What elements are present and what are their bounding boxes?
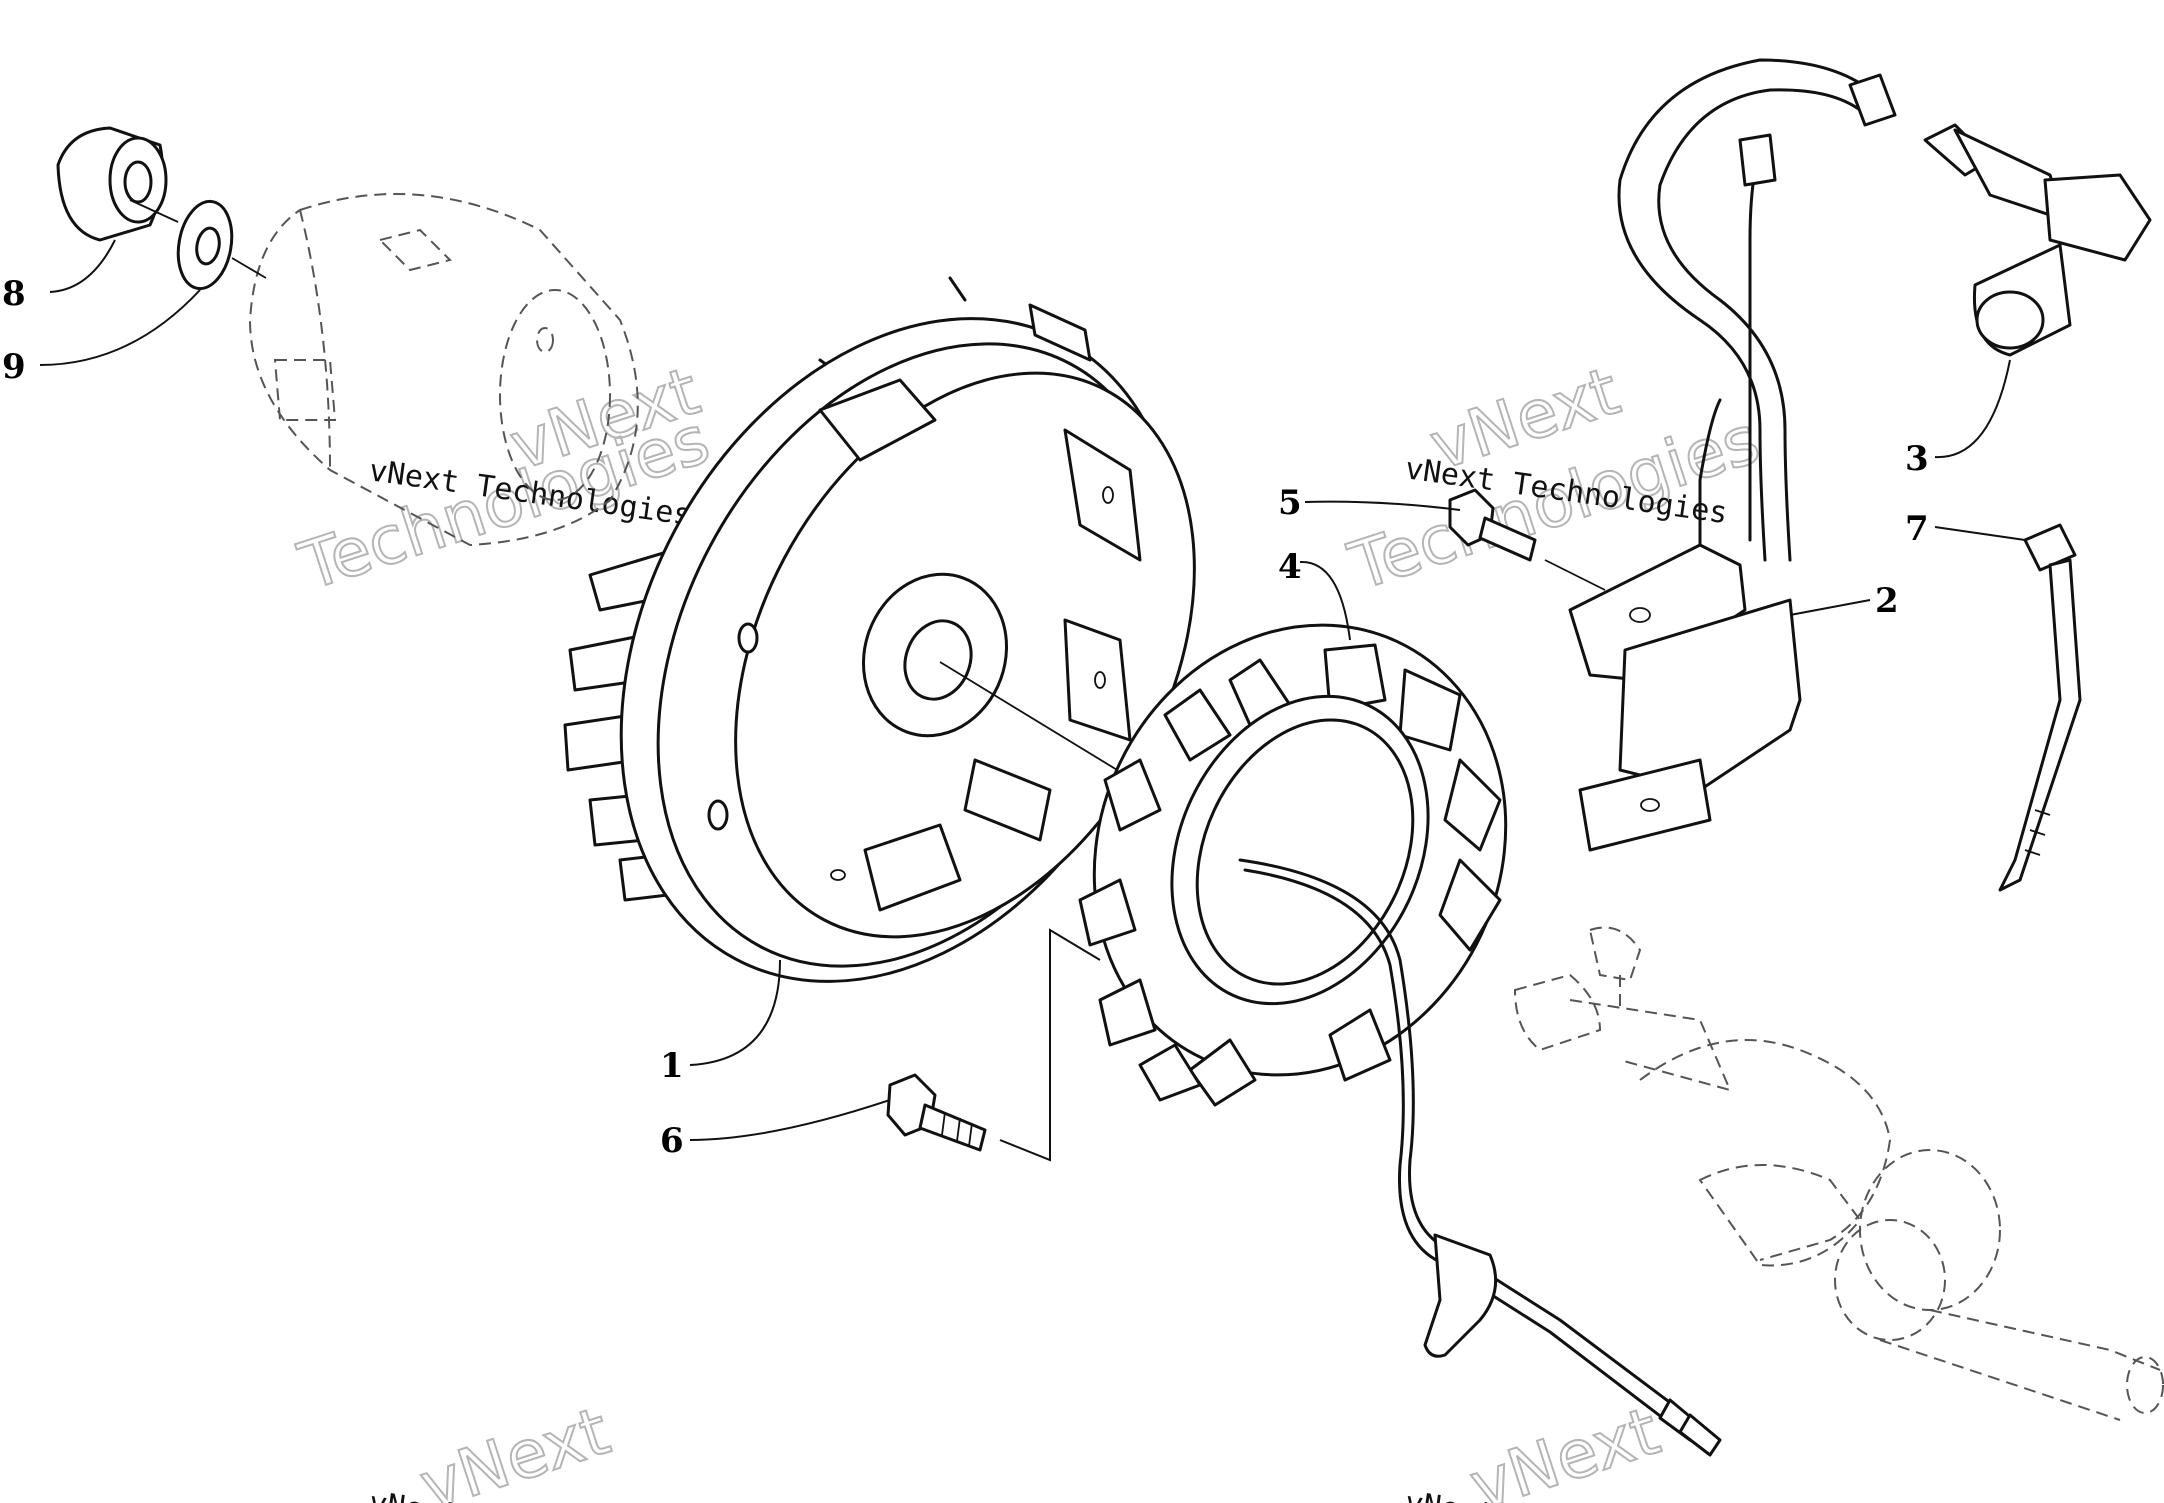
part-6-bolt (886, 928, 1101, 1162)
callout-1: 1 (660, 1046, 684, 1086)
part-7-cable-tie (1998, 523, 2082, 892)
engine-housing-phantom (248, 193, 639, 547)
callout-6: 6 (660, 1121, 684, 1161)
part-4-stator (1078, 623, 1722, 1457)
part-3-spark-plug-cap (1923, 123, 2152, 357)
part-5-bolt (1448, 488, 1606, 591)
leader-lines (39, 239, 2026, 1141)
part-8-nut (56, 126, 179, 242)
watermark-bottom-left: vNext vNext Technologies (367, 1391, 694, 1503)
callout-5: 5 (1278, 483, 1302, 523)
callout-8: 8 (2, 274, 26, 314)
part-9-washer (176, 199, 267, 291)
callout-2: 2 (1875, 581, 1899, 621)
callouts: 1 2 3 4 5 6 7 8 9 (2, 274, 1929, 1161)
part-2-ignition-coil (1568, 58, 1897, 852)
crankshaft-phantom (1513, 926, 2164, 1421)
callout-7: 7 (1905, 509, 1929, 549)
svg-text:vNext: vNext (411, 1392, 618, 1503)
callout-9: 9 (2, 347, 26, 387)
callout-4: 4 (1278, 547, 1302, 587)
part-1-flywheel (563, 276, 1196, 983)
svg-text:vNext: vNext (1461, 1392, 1668, 1503)
callout-3: 3 (1905, 439, 1929, 479)
